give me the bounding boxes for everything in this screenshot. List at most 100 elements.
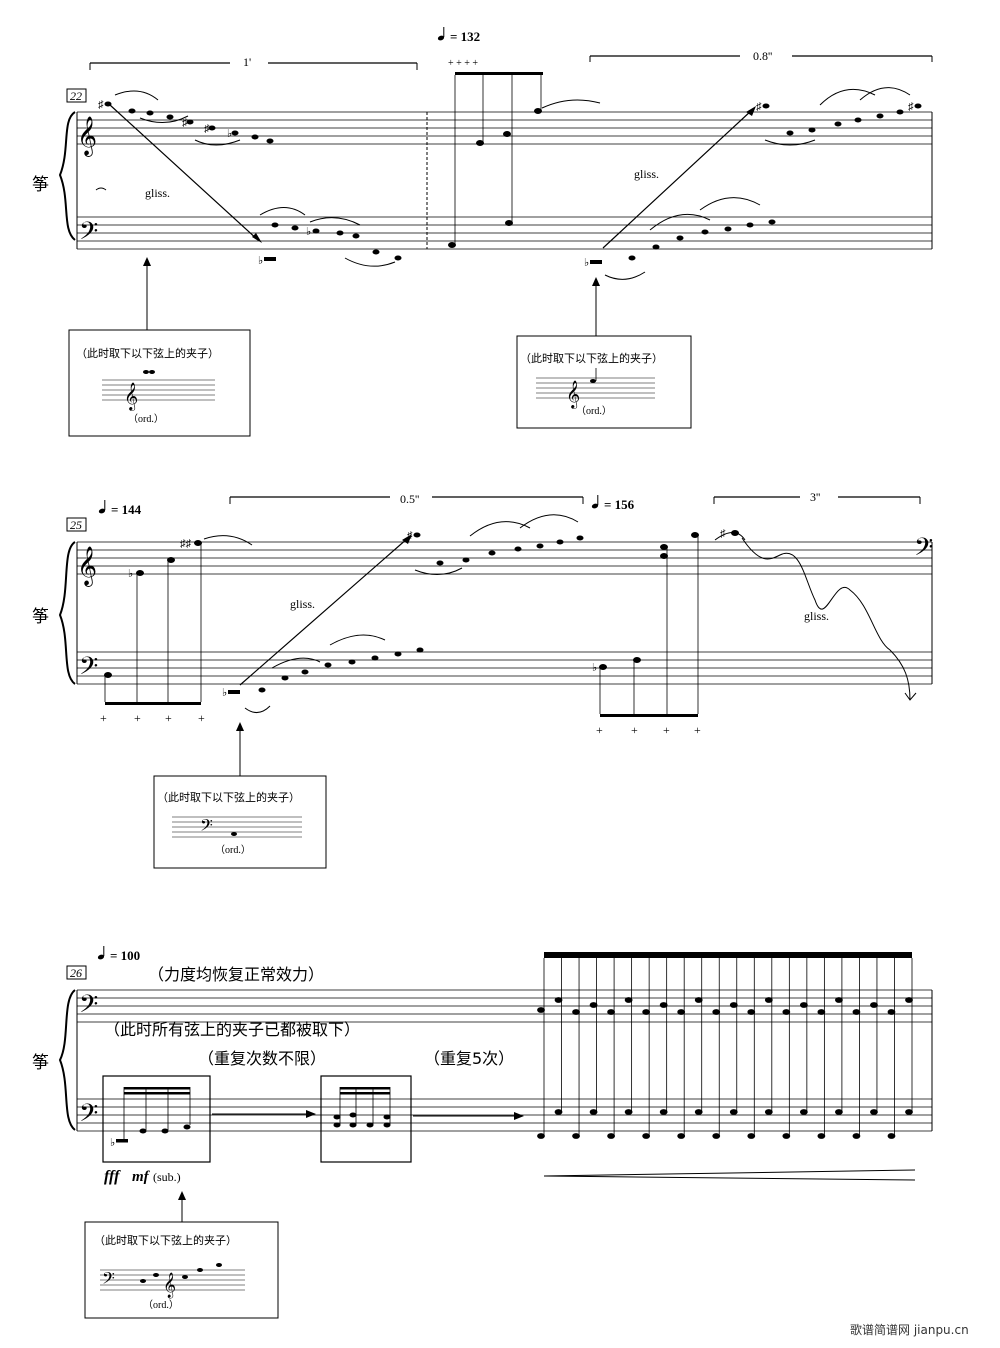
svg-text:♭: ♭ — [592, 662, 597, 674]
dynamic-mark: fff — [104, 1168, 121, 1185]
svg-text:♭: ♭ — [584, 257, 589, 269]
svg-text:+: + — [663, 723, 670, 737]
tempo-text: = 156 — [604, 497, 635, 512]
svg-text:♯: ♯ — [182, 117, 188, 129]
svg-text:♭: ♭ — [258, 255, 263, 267]
notehead — [799, 1109, 808, 1115]
notehead — [572, 1009, 580, 1015]
note-cluster: ♭ — [222, 634, 424, 713]
instrument-name: 筝 — [32, 607, 49, 627]
notehead — [572, 1133, 580, 1139]
svg-text:𝄞: 𝄞 — [124, 383, 138, 411]
svg-text:𝄞: 𝄞 — [163, 1272, 176, 1298]
notehead — [624, 997, 633, 1003]
notehead — [835, 1109, 843, 1115]
repeat-label: （重复5次） — [424, 1049, 514, 1068]
chord-group: ♭ + + + + — [592, 532, 701, 737]
tempo-text: = 144 — [111, 502, 142, 517]
notehead — [799, 1002, 808, 1008]
annotation-box: （此时取下以下弦上的夹子） 𝄞 （ord.） — [68, 329, 251, 437]
svg-text:♭: ♭ — [222, 687, 227, 699]
instruction-text: （此时所有弦上的夹子已都被取下） — [104, 1020, 360, 1039]
notehead — [887, 1133, 896, 1139]
notehead — [659, 1109, 668, 1115]
notehead — [764, 1109, 773, 1115]
svg-text:♯: ♯ — [407, 530, 413, 542]
svg-text:♯: ♯ — [908, 101, 914, 113]
notehead — [642, 1009, 651, 1015]
ord-label: （ord.） — [128, 413, 164, 425]
notehead — [887, 1009, 896, 1015]
notehead — [712, 1133, 721, 1139]
notehead — [677, 1133, 686, 1139]
svg-text:+ + + +: + + + + — [448, 58, 478, 69]
instrument-name: 筝 — [32, 175, 49, 195]
box-text: （此时取下以下弦上的夹子） — [520, 351, 663, 365]
tempo-mark: = 100 — [97, 946, 140, 963]
tempo-mark: = 144 — [98, 500, 142, 517]
gliss-label-2: gliss. — [804, 609, 829, 623]
gliss-label-1: gliss. — [145, 186, 170, 200]
notehead — [817, 1009, 826, 1015]
notehead — [870, 1109, 878, 1115]
tempo-text: = 100 — [110, 948, 140, 963]
svg-text:+: + — [134, 711, 141, 725]
notehead — [589, 1002, 598, 1008]
duration-label-2: 0.8'' — [753, 49, 772, 63]
note-cluster: ♯ — [407, 514, 584, 575]
notehead — [554, 997, 563, 1003]
instrument-name: 筝 — [32, 1053, 49, 1073]
notehead — [537, 1007, 545, 1013]
ord-label: （ord.） — [215, 844, 251, 856]
repeat-label: （重复次数不限） — [198, 1049, 326, 1068]
annotation-box: （此时取下以下弦上的夹子） 𝄢 𝄞 （ord.） — [84, 1221, 279, 1319]
svg-text:𝄢: 𝄢 — [102, 1270, 115, 1292]
notehead — [782, 1009, 791, 1015]
system-2: = 144 = 156 0.5'' 3'' 25 筝 — [32, 490, 934, 869]
chord-group: + + + + — [448, 58, 601, 248]
notehead — [537, 1133, 545, 1139]
system-1: 1' 0.8'' = 132 22 筝 — [32, 27, 933, 437]
notehead — [712, 1009, 721, 1015]
svg-text:+: + — [596, 723, 603, 737]
notehead — [554, 1109, 563, 1115]
duration-label-1: 0.5'' — [400, 492, 419, 506]
notehead — [905, 1109, 913, 1115]
instruction-text: （力度均恢复正常效力） — [148, 965, 324, 984]
svg-text:♯: ♯ — [756, 101, 762, 113]
tempo-mark: = 132 — [437, 27, 480, 44]
svg-text:♯♯: ♯♯ — [180, 538, 192, 550]
notehead — [852, 1133, 861, 1139]
svg-text:+: + — [631, 723, 638, 737]
notehead — [870, 1002, 878, 1008]
svg-text:♭: ♭ — [110, 1137, 115, 1149]
tempo-text: = 132 — [450, 29, 480, 44]
measure-number: 22 — [70, 89, 82, 103]
measure-number: 26 — [70, 966, 82, 980]
notehead — [764, 997, 773, 1003]
notehead — [677, 1009, 686, 1015]
svg-text:+: + — [165, 711, 172, 725]
chord-group: ♭ ♯♯ + + + + — [100, 535, 253, 725]
ord-label: （ord.） — [143, 1299, 179, 1311]
bass-staff — [77, 216, 932, 250]
notehead — [905, 997, 913, 1003]
notehead — [729, 1002, 738, 1008]
note-cluster: ♯ ♯ — [756, 87, 922, 146]
repeat-box — [320, 1075, 412, 1163]
watermark: 歌谱简谱网 jianpu.cn — [850, 1322, 969, 1337]
note-cluster: ♭ ♭ — [258, 207, 402, 267]
box-text: （此时取下以下弦上的夹子） — [94, 1233, 237, 1247]
notehead — [694, 997, 703, 1003]
notehead — [607, 1009, 615, 1015]
ord-label: （ord.） — [576, 405, 612, 417]
gliss-label-2: gliss. — [634, 167, 659, 181]
svg-text:♯: ♯ — [204, 123, 210, 135]
duration-label-2: 3'' — [810, 490, 820, 504]
svg-text:𝄞: 𝄞 — [566, 381, 580, 409]
svg-text:♯: ♯ — [720, 528, 726, 540]
notehead — [747, 1133, 756, 1139]
notehead — [624, 1109, 633, 1115]
duration-label-1: 1' — [243, 55, 251, 69]
